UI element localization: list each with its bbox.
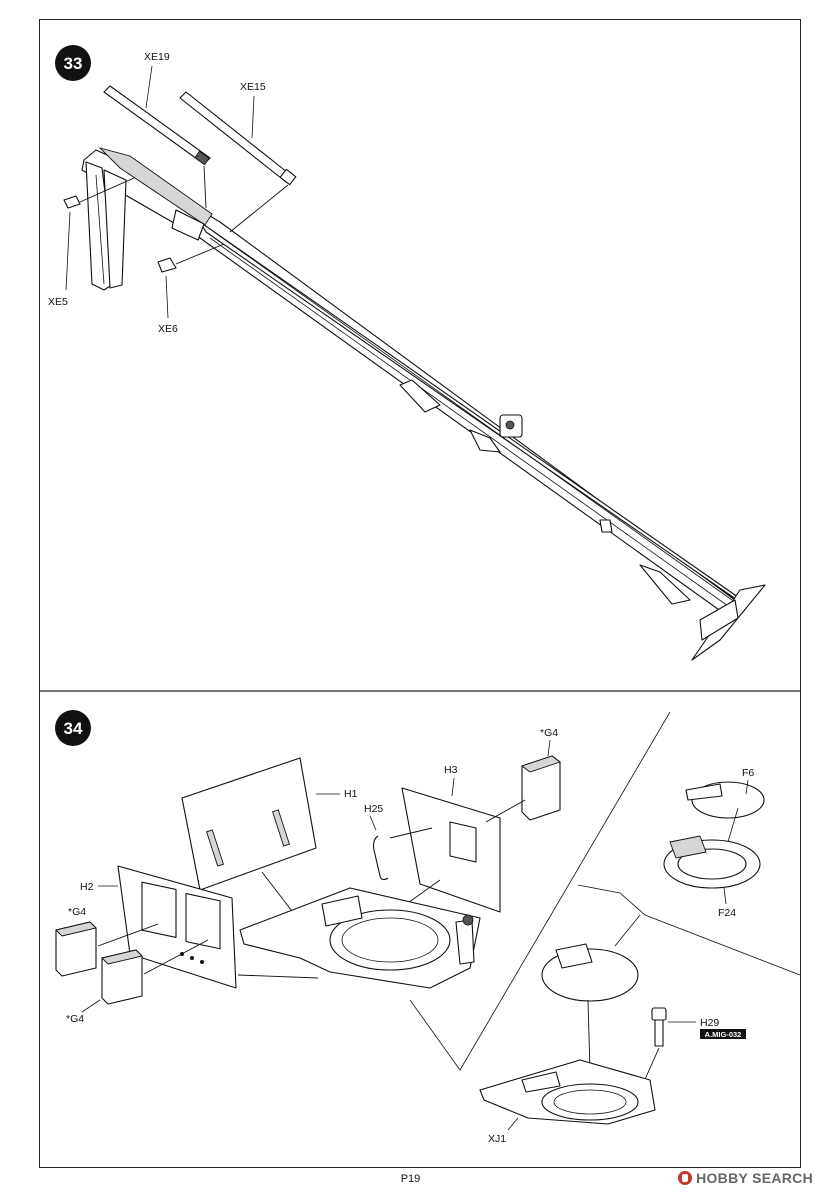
step-34: 34 H1 H3 H25 xyxy=(55,710,801,1145)
label-h1: H1 xyxy=(344,788,358,800)
part-g4-left: *G4 xyxy=(55,906,159,977)
part-xe5: XE5 xyxy=(48,177,135,308)
part-h25: H25 xyxy=(364,803,433,881)
label-f24: F24 xyxy=(718,907,736,919)
step-33-badge xyxy=(55,45,91,81)
hull-roof-main xyxy=(239,887,481,989)
page-frame xyxy=(39,19,801,1168)
paint-tag-text: A.MIG-032 xyxy=(705,1030,742,1039)
part-g4-top: *G4 xyxy=(485,727,561,823)
part-g4-bottom: *G4 xyxy=(66,939,209,1025)
label-h25: H25 xyxy=(364,803,383,815)
label-xe6: XE6 xyxy=(158,323,178,335)
part-h29: H29 A.MIG-032 xyxy=(641,1007,746,1087)
part-xj1: XJ1 xyxy=(479,1059,656,1145)
part-xe6: XE6 xyxy=(157,243,225,335)
label-xe5: XE5 xyxy=(48,296,68,308)
label-xe15: XE15 xyxy=(240,81,266,93)
step-33-number: 33 xyxy=(64,54,83,73)
step-33: 33 xyxy=(48,45,766,661)
watermark: HOBBY SEARCH xyxy=(678,1170,813,1186)
cupola-ring xyxy=(541,943,639,1073)
label-f6: F6 xyxy=(742,767,754,779)
watermark-text: HOBBY SEARCH xyxy=(696,1170,813,1186)
part-h1: H1 xyxy=(181,757,358,916)
page-number: P19 xyxy=(400,1173,421,1185)
part-xe19: XE19 xyxy=(103,51,211,209)
label-h3: H3 xyxy=(444,764,458,776)
paint-tag xyxy=(700,1029,746,1039)
hobby-search-logo-icon xyxy=(678,1171,693,1185)
part-h3: H3 xyxy=(401,764,501,913)
part-xe15: XE15 xyxy=(179,81,297,233)
part-f24: F24 xyxy=(663,835,761,919)
part-h2: H2 xyxy=(80,865,319,989)
part-f6: F6 xyxy=(685,767,765,863)
mast-assembly xyxy=(81,147,766,661)
label-g4-left-top: *G4 xyxy=(68,906,86,918)
label-xe19: XE19 xyxy=(144,51,170,63)
label-g4-bottom: *G4 xyxy=(66,1013,84,1025)
label-h29: H29 xyxy=(700,1017,719,1029)
step-34-badge xyxy=(55,710,91,746)
label-g4-top: *G4 xyxy=(540,727,558,739)
label-xj1: XJ1 xyxy=(488,1133,506,1145)
step-34-number: 34 xyxy=(64,719,83,738)
label-h2: H2 xyxy=(80,881,94,893)
